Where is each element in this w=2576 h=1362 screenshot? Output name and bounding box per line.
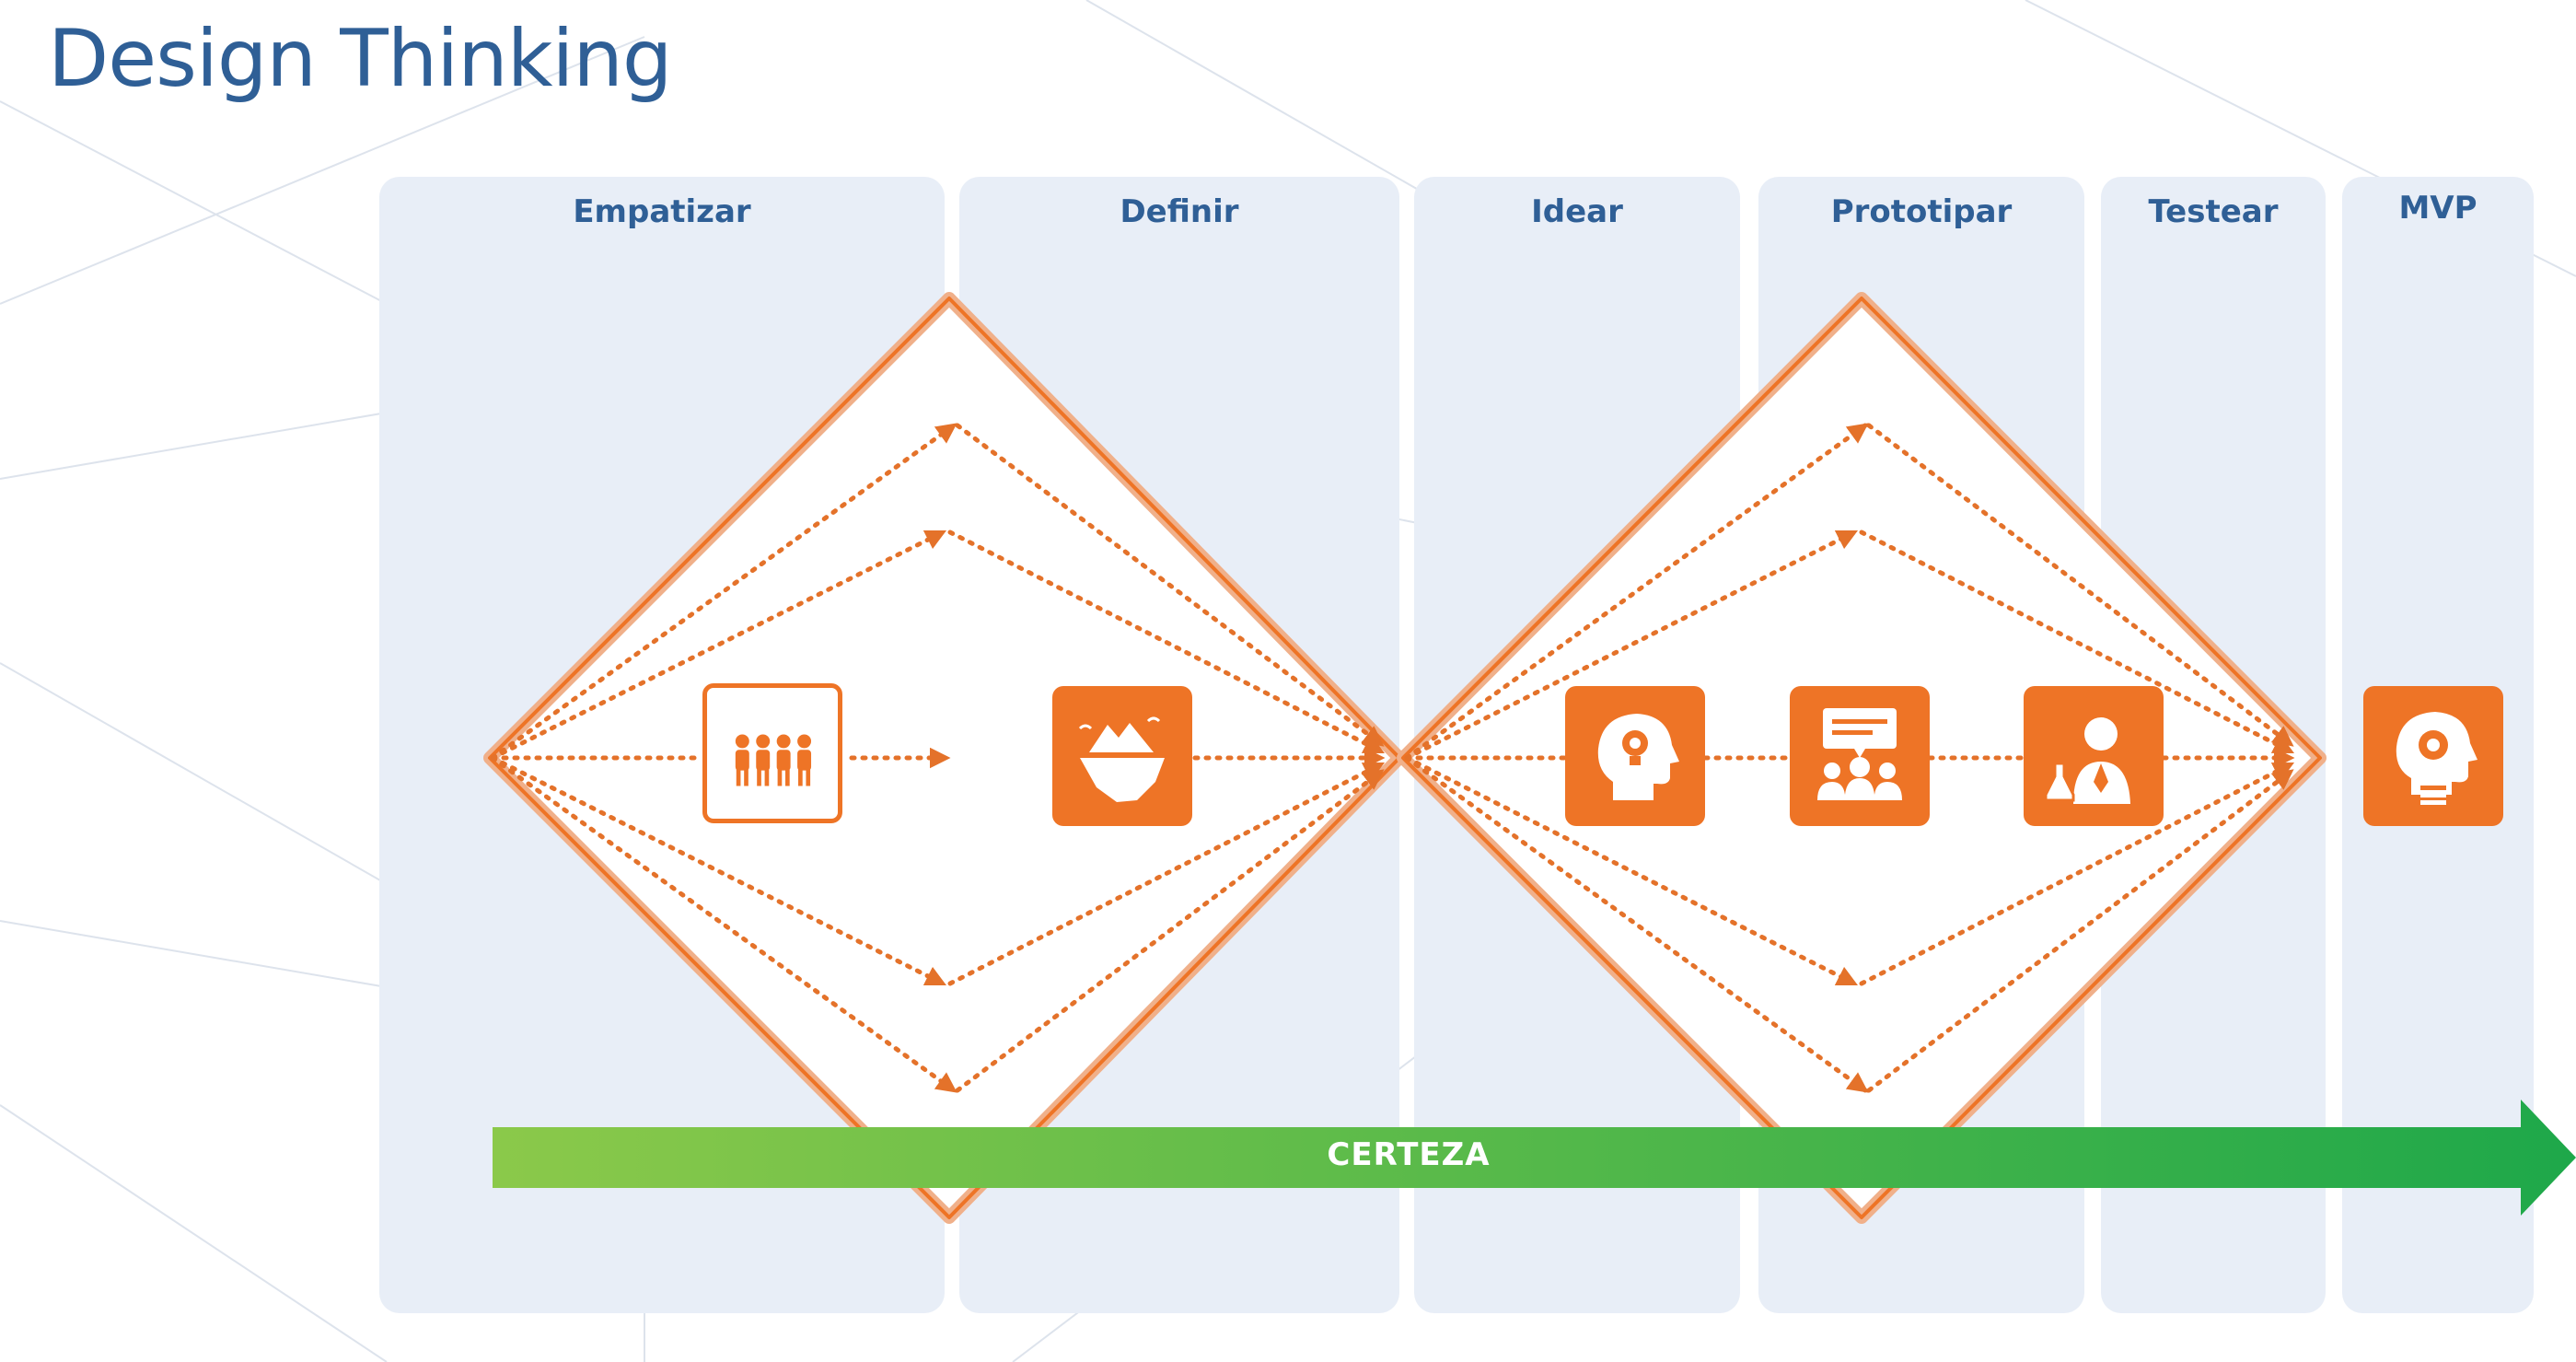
head-gear-icon [2363, 686, 2503, 826]
phase-label: Prototipar [1830, 193, 2013, 230]
phase-label: Testear [2148, 193, 2279, 230]
head-lightbulb-icon [1565, 686, 1705, 826]
phase-label: Definir [1120, 193, 1239, 230]
dotted-arrow [490, 423, 957, 761]
dotted-arrow [490, 530, 947, 761]
dotted-arrow [947, 530, 1386, 754]
dotted-arrow [1404, 755, 1859, 986]
dotted-arrow [1404, 530, 1859, 761]
dotted-arrow [1866, 769, 2294, 1093]
dotted-arrow [1866, 423, 2294, 747]
people-group-icon [702, 683, 842, 823]
certeza-label: CERTEZA [1327, 1136, 1491, 1173]
certeza-arrow [493, 1100, 2576, 1216]
scientist-icon [2024, 686, 2164, 826]
phase-label: MVP [2398, 190, 2477, 227]
dotted-arrow [955, 423, 1385, 747]
dotted-arrow [1859, 762, 2295, 986]
page-title: Design Thinking [48, 13, 672, 105]
dotted-arrow [490, 755, 947, 986]
iceberg-icon [1052, 686, 1192, 826]
dotted-arrow [1859, 530, 2295, 754]
team-presentation-icon [1790, 686, 1930, 826]
phase-label: Empatizar [573, 193, 751, 230]
dotted-arrow [955, 769, 1385, 1093]
phase-label: Idear [1531, 193, 1623, 230]
dotted-arrow [490, 755, 957, 1093]
dotted-arrow [947, 762, 1386, 986]
